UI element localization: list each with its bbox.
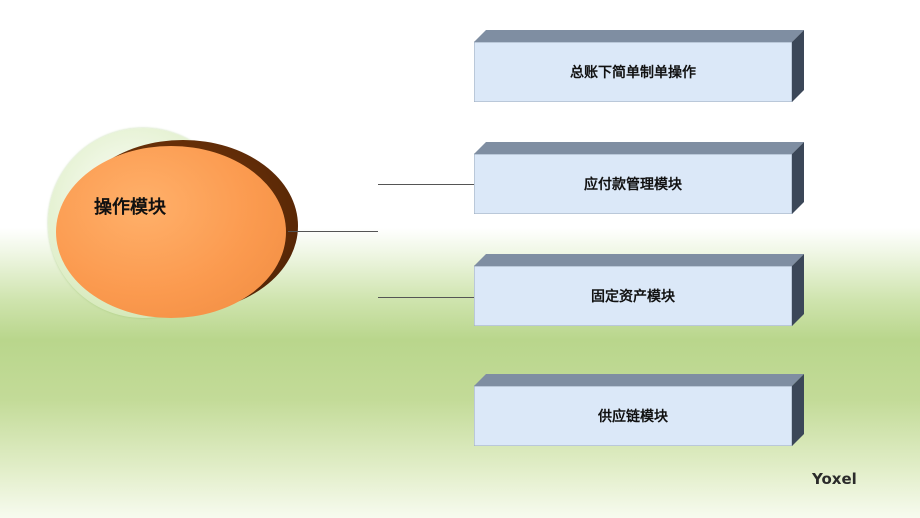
module-box-fixed-assets: 固定资产模块: [474, 254, 804, 326]
module-label: 供应链模块: [598, 409, 668, 425]
connector-line-center: [288, 231, 378, 232]
module-box-supply-chain: 供应链模块: [474, 374, 804, 446]
module-box-general-ledger: 总账下简单制单操作: [474, 30, 804, 102]
connector-line-accounts-payable: [378, 184, 474, 185]
module-label: 总账下简单制单操作: [570, 65, 696, 81]
connector-line-fixed-assets: [378, 297, 474, 298]
module-label: 应付款管理模块: [584, 177, 682, 193]
center-node-label: 操作模块: [94, 197, 166, 218]
box-3d-shape: [474, 254, 804, 326]
module-label: 固定资产模块: [591, 289, 675, 305]
center-node-operation-module: [56, 146, 286, 318]
module-box-accounts-payable: 应付款管理模块: [474, 142, 804, 214]
box-3d-shape: [474, 142, 804, 214]
brand-logo-text: Yoxel: [812, 470, 857, 488]
box-3d-shape: [474, 30, 804, 102]
box-3d-shape: [474, 374, 804, 446]
